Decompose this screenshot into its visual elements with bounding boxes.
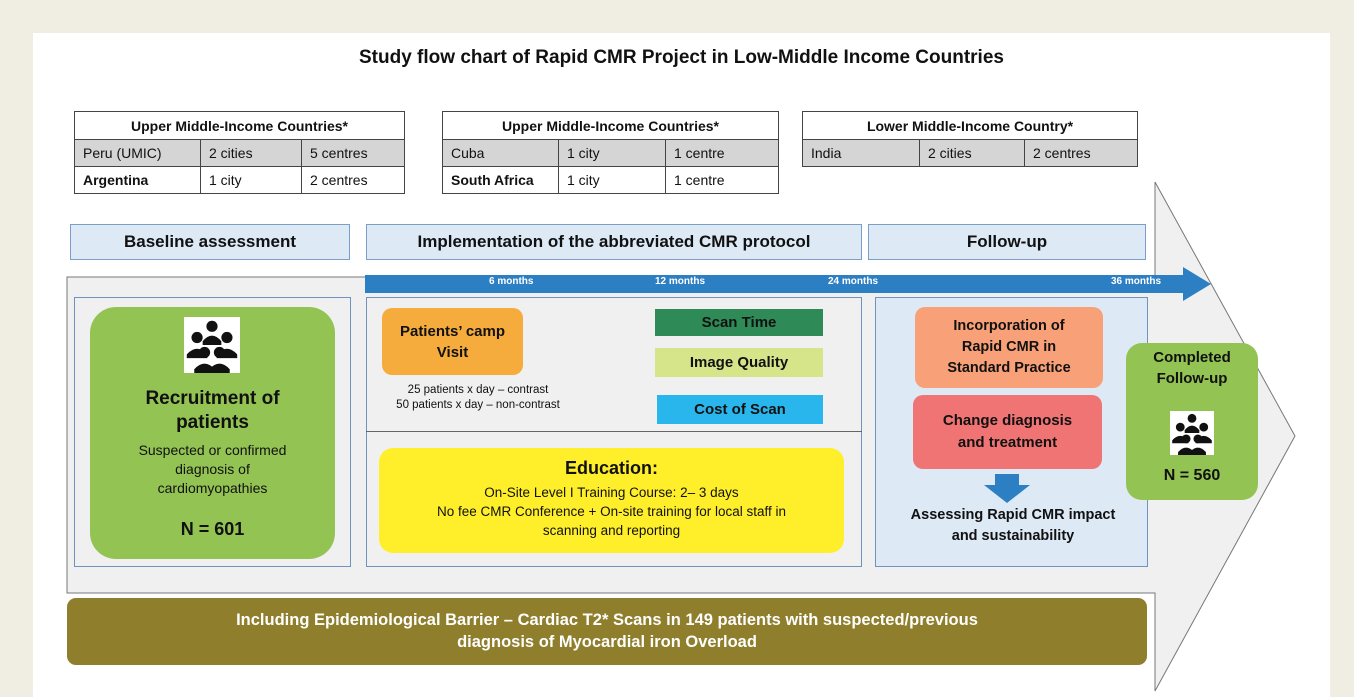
table-header: Upper Middle-Income Countries*: [74, 111, 405, 140]
table-row: Peru (UMIC) 2 cities 5 centres: [74, 139, 405, 167]
education-title: Education:: [565, 458, 658, 478]
divider: [366, 431, 862, 432]
diagram-title: Study flow chart of Rapid CMR Project in…: [359, 47, 1004, 68]
people-group-icon: [184, 317, 240, 373]
people-group-icon: [1170, 411, 1214, 455]
country-table-umic-2: Upper Middle-Income Countries* Cuba 1 ci…: [442, 111, 779, 194]
completed-count: N = 560: [1163, 467, 1221, 484]
recruitment-description: Suspected or confirmed diagnosis of card…: [138, 442, 287, 496]
timeline-tick-label: 36 months: [1111, 276, 1162, 287]
recruitment-count: N = 601: [180, 519, 245, 539]
table-row: Cuba 1 city 1 centre: [442, 139, 779, 167]
down-arrow-icon: [984, 474, 1030, 503]
implementation-panel: [366, 297, 862, 567]
recruitment-box: Recruitment of patients Suspected or con…: [90, 307, 335, 559]
table-header: Lower Middle-Income Country*: [802, 111, 1138, 140]
timeline-tick-label: 6 months: [489, 276, 534, 287]
cities-cell: 1 city: [558, 166, 666, 194]
recruitment-title: Recruitment of patients: [145, 388, 280, 433]
timeline-tick-label: 12 months: [655, 276, 706, 287]
centres-cell: 5 centres: [301, 139, 405, 167]
centres-cell: 2 centres: [301, 166, 405, 194]
table-row: Argentina 1 city 2 centres: [74, 166, 405, 194]
completed-followup-box: Completed Follow-up N = 560: [1126, 343, 1258, 500]
banner-text: Including Epidemiological Barrier – Card…: [236, 611, 978, 651]
table-row: South Africa 1 city 1 centre: [442, 166, 779, 194]
phase-implementation: Implementation of the abbreviated CMR pr…: [366, 224, 862, 260]
completed-title: Completed Follow-up: [1153, 349, 1231, 387]
country-cell: India: [802, 139, 920, 167]
cost-of-scan-box: Cost of Scan: [657, 395, 823, 424]
centres-cell: 1 centre: [665, 139, 779, 167]
camp-notes: 25 patients x day – contrast 50 patients…: [396, 384, 560, 411]
centres-cell: 2 centres: [1024, 139, 1138, 167]
cities-cell: 1 city: [200, 166, 302, 194]
baseline-panel: [74, 297, 351, 567]
assessment-text: Assessing Rapid CMR impact and sustainab…: [910, 507, 1116, 544]
centres-cell: 1 centre: [665, 166, 779, 194]
image-quality-box: Image Quality: [655, 348, 823, 377]
diagram-canvas: Study flow chart of Rapid CMR Project in…: [33, 33, 1330, 697]
country-cell: South Africa: [442, 166, 559, 194]
phase-followup: Follow-up: [868, 224, 1146, 260]
education-details: On-Site Level I Training Course: 2– 3 da…: [436, 485, 787, 538]
cities-cell: 2 cities: [919, 139, 1025, 167]
iron-overload-banner: Including Epidemiological Barrier – Card…: [67, 598, 1147, 665]
scan-time-box: Scan Time: [655, 309, 823, 336]
country-cell: Cuba: [442, 139, 559, 167]
cities-cell: 1 city: [558, 139, 666, 167]
timeline-tick-label: 24 months: [828, 276, 879, 287]
incorporation-box: Incorporation of Rapid CMR in Standard P…: [915, 307, 1103, 388]
timeline-arrow: [365, 267, 1211, 301]
phase-baseline: Baseline assessment: [70, 224, 350, 260]
country-cell: Argentina: [74, 166, 201, 194]
country-table-umic-1: Upper Middle-Income Countries* Peru (UMI…: [74, 111, 405, 194]
table-row: India 2 cities 2 centres: [802, 139, 1138, 167]
change-diagnosis-box: Change diagnosis and treatment: [913, 395, 1102, 469]
education-box: Education: On-Site Level I Training Cour…: [379, 448, 844, 553]
table-header: Upper Middle-Income Countries*: [442, 111, 779, 140]
country-cell: Peru (UMIC): [74, 139, 201, 167]
country-table-lmic: Lower Middle-Income Country* India 2 cit…: [802, 111, 1138, 167]
patients-camp-box: Patients’ camp Visit: [382, 308, 523, 375]
cities-cell: 2 cities: [200, 139, 302, 167]
